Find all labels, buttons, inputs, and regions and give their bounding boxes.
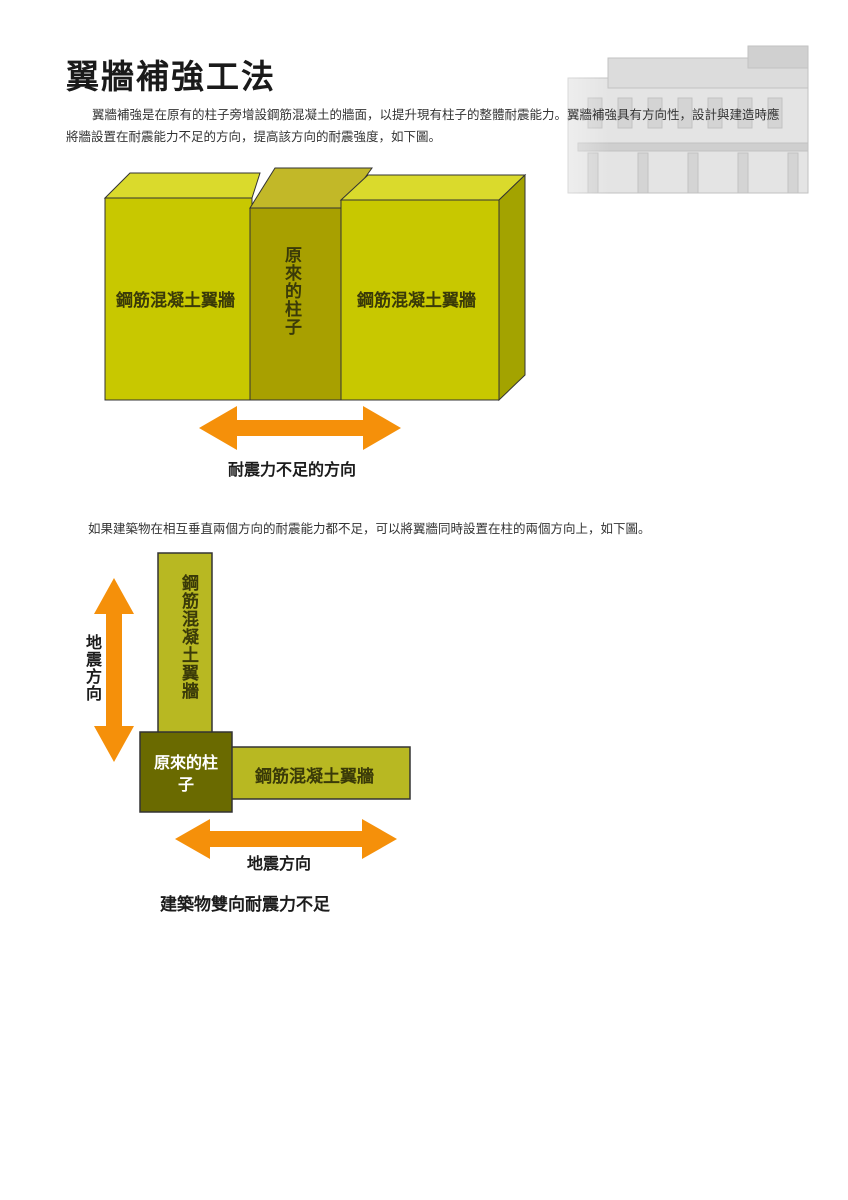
l-shaped-wall-diagram (139, 552, 411, 813)
original-column (139, 731, 233, 813)
figure2-caption: 建築物雙向耐震力不足 (160, 895, 330, 915)
double-arrow-icon (199, 406, 401, 450)
page-title: 翼牆補強工法 (66, 57, 276, 96)
vertical-wing-wall (157, 552, 213, 734)
vertical-double-arrow-icon (94, 578, 134, 762)
vertical-wing-wall-label: 鋼筋混凝土翼牆 (178, 574, 198, 700)
horizontal-double-arrow-icon (175, 819, 397, 859)
intro-paragraph: 翼牆補強是在原有的柱子旁增設鋼筋混凝土的牆面，以提升現有柱子的整體耐震能力。翼牆… (66, 107, 780, 144)
vertical-arrow-caption: 地震方向 (83, 634, 102, 702)
horizontal-wing-wall-label: 鋼筋混凝土翼牆 (255, 767, 374, 787)
right-wall-side (498, 173, 526, 402)
left-wall-front (104, 197, 253, 401)
left-wall-top (103, 172, 261, 199)
right-wall-top (339, 174, 527, 201)
second-paragraph: 如果建築物在相互垂直兩個方向的耐震能力都不足，可以將翼牆同時設置在柱的兩個方向上… (88, 521, 651, 536)
column-label: 原來的柱子 (281, 246, 301, 336)
wing-wall-diagram (103, 167, 527, 402)
column2-label: 原來的柱子 (153, 753, 218, 794)
right-wall-label: 鋼筋混凝土翼牆 (357, 291, 476, 311)
horizontal-arrow-caption: 地震方向 (247, 854, 312, 873)
figure1-arrow-caption: 耐震力不足的方向 (228, 460, 357, 479)
building-watermark-image (498, 38, 816, 208)
left-wall-label: 鋼筋混凝土翼牆 (116, 291, 235, 311)
right-wall-front (340, 199, 500, 401)
